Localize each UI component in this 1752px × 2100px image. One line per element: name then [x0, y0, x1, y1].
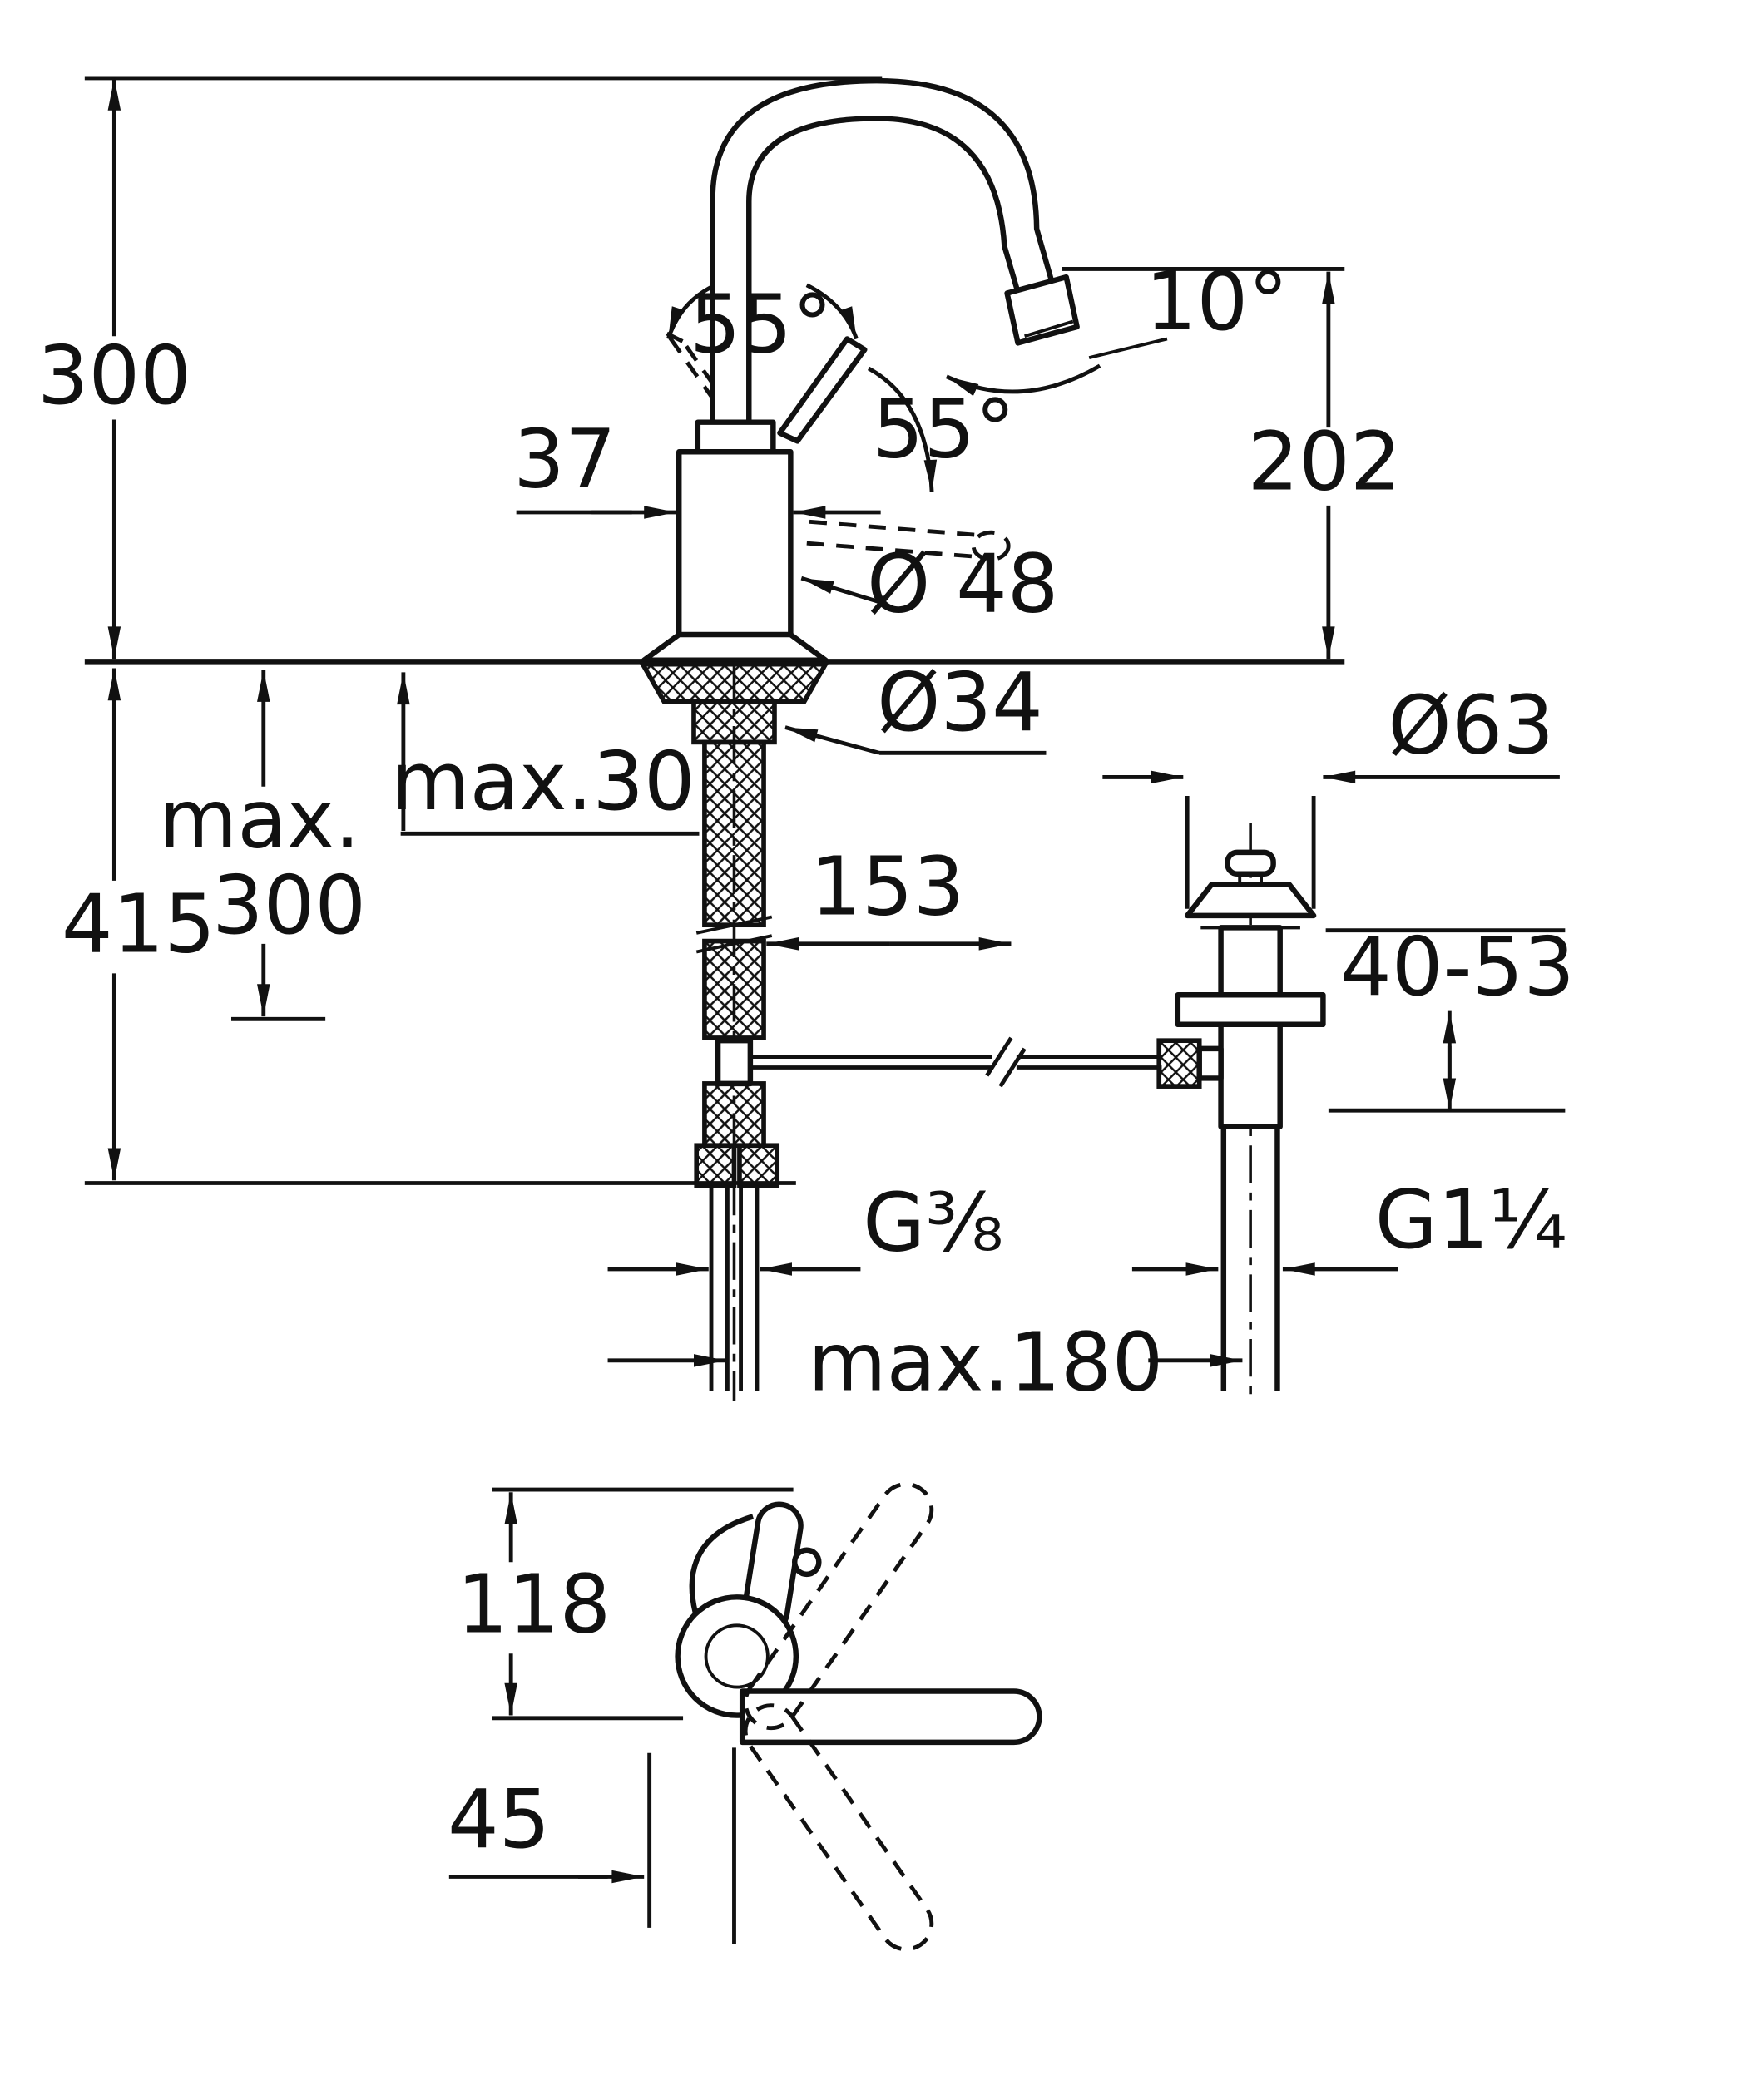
label-max-30: max.30	[391, 734, 695, 828]
label-max-180: max.180	[808, 1315, 1163, 1409]
body-top	[675, 1594, 799, 1718]
label-diameter-63: Ø63	[1388, 678, 1554, 772]
label-hose-300: 300	[212, 858, 366, 952]
label-width-37: 37	[513, 412, 616, 506]
label-thread-g114: G1¹⁄₄	[1375, 1173, 1567, 1267]
tailpipe	[1220, 1126, 1280, 1392]
rod-clamp	[1156, 1038, 1202, 1089]
label-range-40-53: 40-53	[1340, 920, 1575, 1014]
dimension-labels: 300 55° 55° 37 10° 202 Ø 48 Ø34 max.30 m…	[37, 254, 1575, 1866]
label-height-202: 202	[1247, 415, 1401, 509]
waste-body-lower	[1218, 1021, 1283, 1129]
label-height-300: 300	[37, 329, 191, 422]
dimension-lines	[84, 76, 1566, 1944]
label-max-prefix: max.	[159, 772, 360, 866]
faucet-body	[676, 449, 794, 638]
threaded-shank	[691, 699, 777, 745]
mounting-clamp	[638, 661, 830, 704]
spout-swing-up	[743, 1482, 934, 1731]
label-diameter-48: Ø 48	[867, 537, 1059, 631]
body-inner	[704, 1623, 770, 1689]
label-thread-g38: G³⁄₈	[863, 1175, 1003, 1269]
rod-tee	[715, 1037, 754, 1087]
rod-port	[1196, 1045, 1224, 1081]
spout-top	[739, 1688, 1042, 1746]
waste-body-upper	[1218, 925, 1283, 998]
lever-handle	[777, 336, 868, 444]
cartridge-neck	[695, 419, 776, 455]
handle-pin	[791, 1547, 822, 1578]
seal-disk	[1175, 992, 1326, 1028]
label-depth-415: 415	[62, 877, 215, 971]
label-offset-45: 45	[448, 1772, 550, 1866]
faucet-top-view	[675, 1482, 1042, 1952]
label-offset-153: 153	[810, 839, 964, 933]
label-swing-55-left: 55°	[690, 278, 833, 372]
drain-assembly	[1156, 823, 1326, 1401]
popup-plug	[1225, 849, 1276, 877]
spout-swing-down	[743, 1703, 934, 1952]
popup-rod	[750, 1036, 1162, 1088]
hose-nut	[737, 1143, 780, 1188]
supply-hose	[702, 739, 766, 928]
faucet-side-view	[638, 77, 1162, 1401]
label-swing-55-right: 55°	[873, 383, 1016, 477]
label-diameter-34: Ø34	[877, 655, 1043, 749]
label-tilt-10: 10°	[1146, 254, 1289, 348]
waste-flange	[1184, 882, 1317, 919]
supply-hose	[702, 1081, 766, 1149]
hose-nut	[694, 1143, 737, 1188]
supply-hose	[702, 938, 766, 1040]
label-height-118: 118	[457, 1557, 611, 1651]
base-flange	[641, 631, 829, 664]
